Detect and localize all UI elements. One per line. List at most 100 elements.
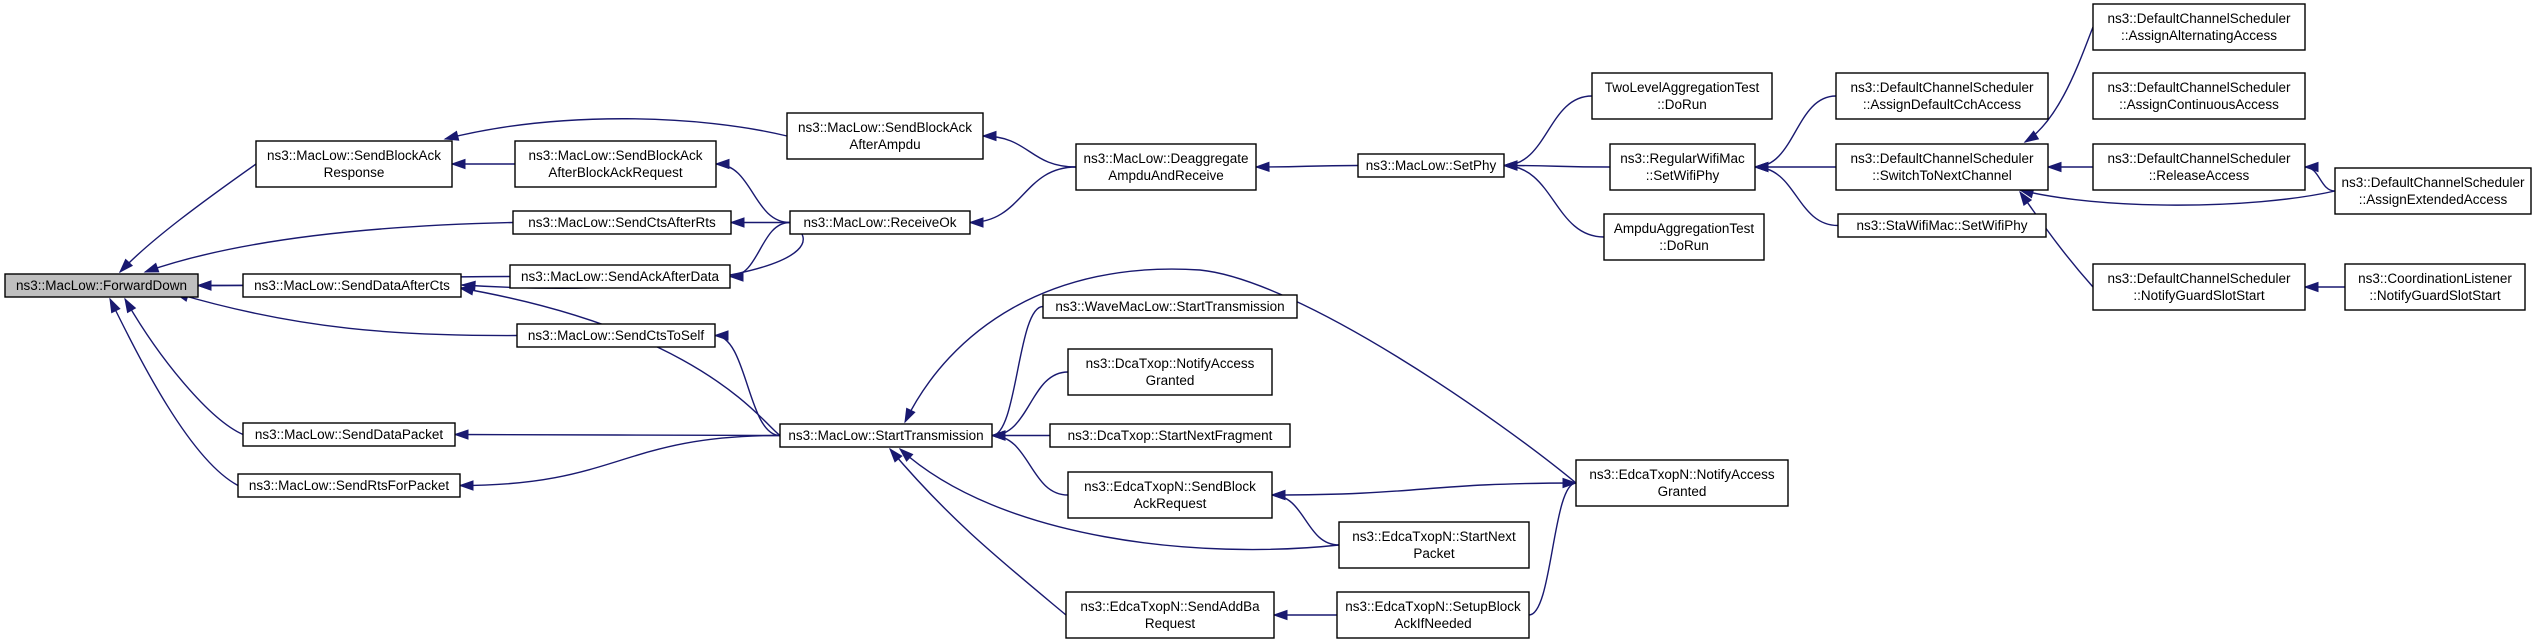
edge-arrowhead — [458, 480, 474, 491]
edge-assign_extended-to-switch_to_next_channel — [2018, 188, 2336, 206]
edge-arrowhead — [898, 447, 914, 462]
edge-start_transmission-to-send_cts_to_self — [713, 330, 781, 437]
node-label: ::DoRun — [1659, 238, 1709, 253]
node-wave-mac-low[interactable]: ns3::WaveMacLow::StartTransmission — [1042, 294, 1298, 319]
node-sta-wifi-mac[interactable]: ns3::StaWifiMac::SetWifiPhy — [1837, 213, 2047, 238]
node-ampdu-test[interactable]: AmpduAggregationTest::DoRun — [1603, 213, 1765, 261]
node-box — [2334, 167, 2532, 215]
node-receive-ok[interactable]: ns3::MacLow::ReceiveOk — [789, 210, 971, 235]
node-notify-guard-slot-start[interactable]: ns3::DefaultChannelScheduler::NotifyGuar… — [2092, 263, 2306, 311]
node-label: ns3::CoordinationListener — [2358, 271, 2512, 286]
node-forward-down[interactable]: ns3::MacLow::ForwardDown — [4, 273, 199, 298]
node-label: ns3::EdcaTxopN::SetupBlock — [1345, 599, 1521, 614]
node-switch-to-next-channel[interactable]: ns3::DefaultChannelScheduler::SwitchToNe… — [1835, 143, 2049, 191]
edge-line — [2024, 26, 2094, 143]
node-coordination-listener[interactable]: ns3::CoordinationListener::NotifyGuardSl… — [2344, 263, 2526, 311]
edge-line — [1503, 164, 1605, 238]
node-send-ack-after-data[interactable]: ns3::MacLow::SendAckAfterData — [509, 264, 731, 289]
node-box — [237, 473, 461, 498]
edge-receive_ok-to-send_cts_after_rts — [729, 217, 790, 228]
edge-line — [2304, 166, 2336, 192]
node-label: ::AssignExtendedAccess — [2359, 192, 2508, 207]
node-label: ::SetWifiPhy — [1646, 168, 1720, 183]
node-box — [2092, 143, 2306, 191]
edge-arrowhead — [1502, 160, 1518, 171]
node-box — [2092, 3, 2306, 51]
edge-arrowhead — [1753, 161, 1769, 173]
node-box — [242, 422, 456, 447]
edge-line — [454, 433, 781, 437]
node-label: ns3::StaWifiMac::SetWifiPhy — [1856, 218, 2027, 233]
node-send-data-packet[interactable]: ns3::MacLow::SendDataPacket — [242, 422, 456, 447]
edge-arrowhead — [1270, 489, 1286, 501]
node-label: ::SwitchToNextChannel — [1872, 168, 2012, 183]
edge-arrowhead — [453, 429, 469, 440]
edge-line — [109, 298, 239, 487]
edge-arrowhead — [2303, 281, 2319, 293]
node-assign-continuous[interactable]: ns3::DefaultChannelScheduler::AssignCont… — [2092, 72, 2306, 120]
node-label: ::NotifyGuardSlotStart — [2369, 288, 2501, 303]
node-box — [509, 264, 731, 289]
edge-set_phy-to-deaggregate — [1254, 161, 1359, 173]
node-label: ::AssignDefaultCchAccess — [1863, 97, 2022, 112]
node-send-data-after-cts[interactable]: ns3::MacLow::SendDataAfterCts — [242, 273, 462, 298]
node-assign-alternating[interactable]: ns3::DefaultChannelScheduler::AssignAlte… — [2092, 3, 2306, 51]
node-dca-start-next-fragment[interactable]: ns3::DcaTxop::StartNextFragment — [1049, 423, 1291, 448]
node-label: Packet — [1413, 546, 1455, 561]
node-send-cts-to-self[interactable]: ns3::MacLow::SendCtsToSelf — [516, 323, 716, 348]
node-set-phy[interactable]: ns3::MacLow::SetPhy — [1357, 153, 1505, 178]
edge-line — [1255, 164, 1359, 168]
node-label: ns3::MacLow::SendCtsAfterRts — [528, 215, 716, 230]
node-send-rts-for-packet[interactable]: ns3::MacLow::SendRtsForPacket — [237, 473, 461, 498]
edge-line — [1528, 482, 1577, 616]
node-send-cts-after-rts[interactable]: ns3::MacLow::SendCtsAfterRts — [512, 210, 732, 235]
edge-line — [119, 163, 257, 273]
node-label: ns3::MacLow::SendBlockAck — [798, 120, 972, 135]
node-label: AfterAmpdu — [849, 137, 920, 152]
edge-start_transmission-to-send_data_packet — [453, 429, 781, 440]
edge-line — [969, 166, 1077, 224]
node-two-level-test[interactable]: TwoLevelAggregationTest::DoRun — [1591, 72, 1773, 120]
edge-notify_guard_slot_start-to-switch_to_next_channel — [2019, 190, 2094, 288]
node-start-transmission[interactable]: ns3::MacLow::StartTransmission — [779, 423, 993, 448]
node-regular-wifi-mac[interactable]: ns3::RegularWifiMac::SetWifiPhy — [1609, 143, 1756, 191]
node-box — [1357, 153, 1505, 178]
edge-receive_ok-to-send_ack_after_data — [728, 221, 791, 282]
edge-edca_send_block_ack_request-to-start_transmission — [990, 430, 1069, 496]
node-box — [4, 273, 199, 298]
node-assign-default-cch[interactable]: ns3::DefaultChannelScheduler::AssignDefa… — [1835, 72, 2049, 120]
node-label: ns3::MacLow::SendDataAfterCts — [254, 278, 450, 293]
node-box — [1575, 459, 1789, 507]
node-box — [1835, 143, 2049, 191]
edge-arrowhead — [1562, 477, 1578, 489]
node-label: Response — [324, 165, 385, 180]
node-assign-extended[interactable]: ns3::DefaultChannelScheduler::AssignExte… — [2334, 167, 2532, 215]
edge-arrowhead — [729, 217, 745, 228]
node-send-block-ack-after-bar[interactable]: ns3::MacLow::SendBlockAckAfterBlockAckRe… — [514, 140, 717, 188]
node-label: ns3::DefaultChannelScheduler — [2341, 175, 2525, 190]
node-box — [1835, 72, 2049, 120]
edge-edca_notify_access-to-edca_send_block_ack_request — [1270, 482, 1577, 501]
node-label: ns3::DefaultChannelScheduler — [2107, 11, 2291, 26]
node-box — [1042, 294, 1298, 319]
edge-arrowhead — [2019, 190, 2033, 207]
node-release-access[interactable]: ns3::DefaultChannelScheduler::ReleaseAcc… — [2092, 143, 2306, 191]
edge-arrowhead — [450, 158, 466, 170]
edge-wave_mac_low-to-start_transmission — [990, 305, 1044, 441]
edge-line — [904, 268, 1577, 484]
node-box — [255, 140, 453, 188]
node-label: ns3::EdcaTxopN::StartNext — [1352, 529, 1516, 544]
node-box — [1609, 143, 1756, 191]
edge-line — [889, 448, 1067, 616]
node-box — [2344, 263, 2526, 311]
